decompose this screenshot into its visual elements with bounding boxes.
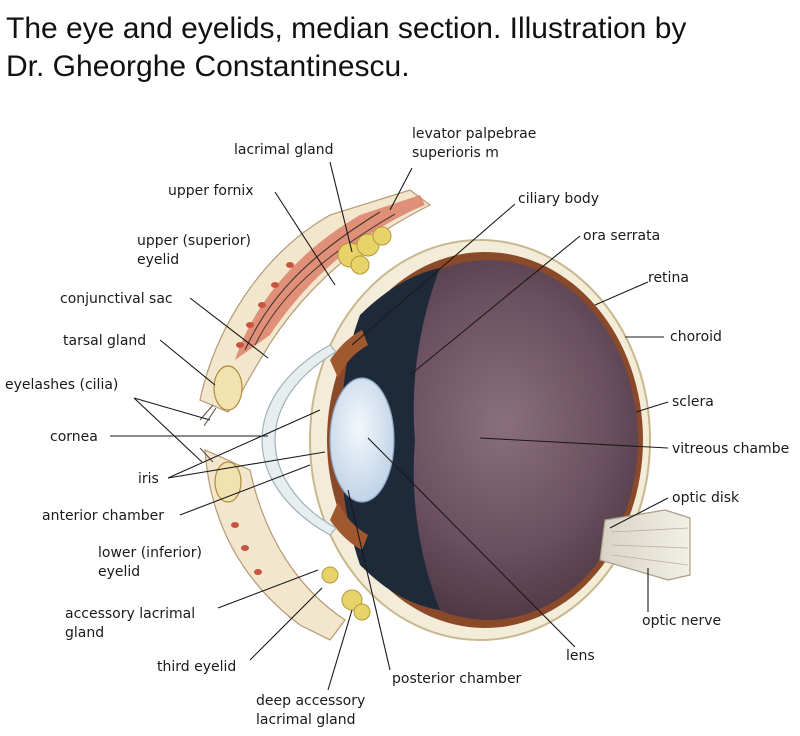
label-optic-disk: optic disk	[672, 490, 740, 506]
label-upper-eyelid-2: eyelid	[137, 252, 179, 268]
label-tarsal-gland: tarsal gland	[63, 333, 146, 349]
lens-shape	[329, 377, 395, 503]
label-third-eyelid: third eyelid	[157, 659, 236, 675]
deep-accessory-glands	[321, 566, 371, 621]
lower-gland-dots	[231, 522, 262, 575]
label-sclera: sclera	[672, 394, 714, 410]
caption-line-2: Dr. Gheorghe Constantinescu.	[6, 50, 410, 83]
label-choroid: choroid	[670, 329, 722, 345]
label-posterior-chamber: posterior chamber	[392, 671, 522, 687]
levator-muscle	[235, 195, 425, 360]
label-vitreous: vitreous chambe	[672, 441, 789, 457]
label-cornea: cornea	[50, 429, 98, 445]
figure-caption: The eye and eyelids, median section. Ill…	[6, 10, 796, 86]
label-eyelashes: eyelashes (cilia)	[5, 377, 118, 393]
leader-lines	[110, 161, 669, 691]
label-retina: retina	[648, 270, 689, 286]
label-ora-serrata: ora serrata	[583, 228, 660, 244]
label-ciliary-body: ciliary body	[518, 191, 599, 207]
lower-eyelid-shape	[204, 449, 346, 641]
label-levator-2: superioris m	[412, 145, 499, 161]
label-iris: iris	[138, 471, 159, 487]
label-upper-eyelid-1: upper (superior)	[137, 233, 251, 249]
label-lower-eyelid-1: lower (inferior)	[98, 545, 202, 561]
label-conjunctival-sac: conjunctival sac	[60, 291, 173, 307]
tarsal-gland-upper	[213, 365, 243, 411]
label-lens: lens	[566, 648, 595, 664]
label-accessory-2: gland	[65, 625, 104, 641]
label-lacrimal-gland: lacrimal gland	[234, 142, 333, 158]
label-deep-2: lacrimal gland	[256, 712, 355, 728]
label-optic-nerve: optic nerve	[642, 613, 721, 629]
label-anterior-chamber: anterior chamber	[42, 508, 164, 524]
label-deep-1: deep accessory	[256, 693, 365, 709]
label-upper-fornix: upper fornix	[168, 183, 254, 199]
upper-gland-dots	[236, 262, 294, 348]
label-accessory-1: accessory lacrimal	[65, 606, 195, 622]
label-levator-1: levator palpebrae	[412, 126, 536, 142]
iris-upper	[330, 330, 368, 378]
label-lower-eyelid-2: eyelid	[98, 564, 140, 580]
caption-line-1: The eye and eyelids, median section. Ill…	[6, 12, 687, 45]
cornea-shape	[261, 344, 337, 536]
iris-lower	[330, 502, 368, 550]
tarsal-gland-lower	[214, 461, 242, 503]
